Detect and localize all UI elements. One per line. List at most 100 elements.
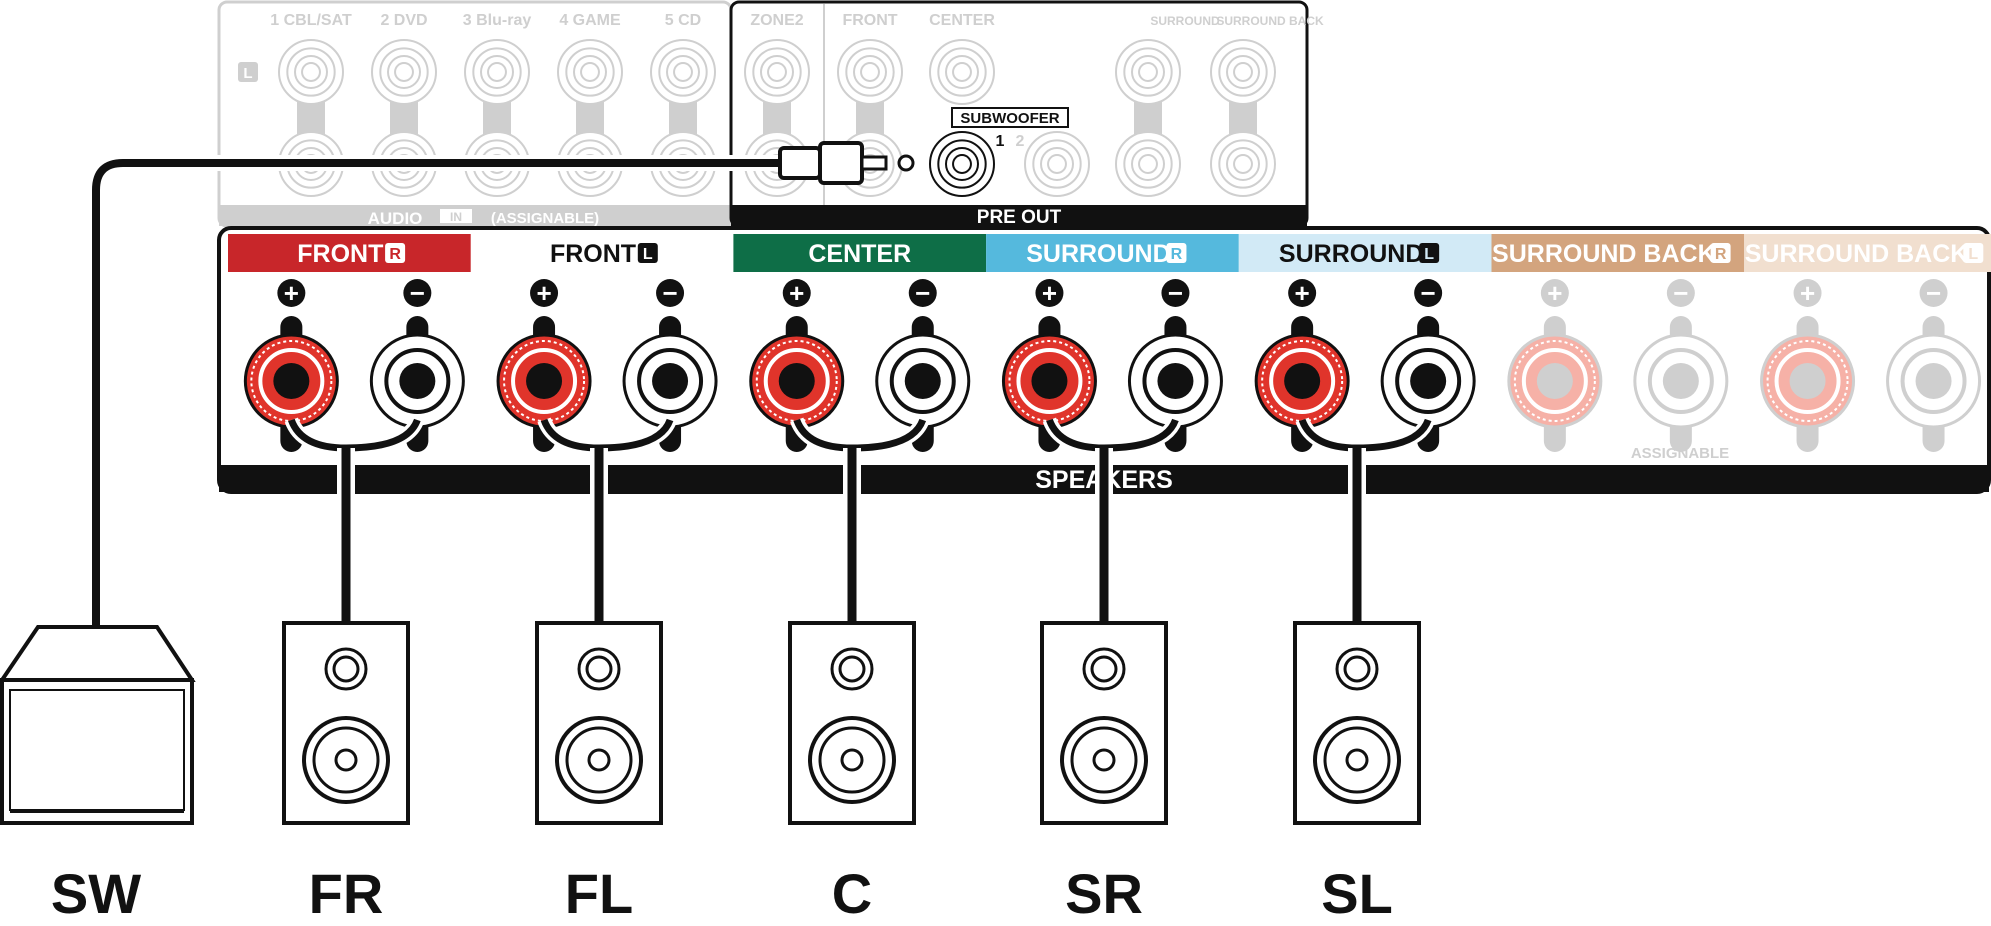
channel-mark-box [1166, 243, 1187, 263]
speaker-cabinet [535, 621, 663, 825]
caption-sw: SW [51, 862, 141, 925]
audio-in-tag: IN [450, 210, 462, 224]
pre-out-label: FRONT [842, 12, 897, 29]
channel-mark-box [1710, 243, 1731, 263]
terminal-polarity-symbol: + [284, 278, 299, 308]
speaker-cabinet [1293, 621, 1421, 825]
caption-fl: FL [565, 862, 633, 925]
caption-sl: SL [1321, 862, 1393, 925]
speaker-terminal-minus: − [622, 278, 718, 452]
audio-in-jack-upper [650, 39, 716, 105]
speaker-terminal-plus: + [243, 278, 339, 452]
channel-mark: R [1171, 246, 1183, 263]
terminal-polarity-symbol: − [915, 278, 930, 308]
pre-out-label: SURROUND BACK [1216, 14, 1324, 28]
subwoofer-label: SUBWOOFER [960, 110, 1059, 127]
channel-mark: L [1424, 246, 1434, 263]
subwoofer-1-label: 1 [996, 133, 1005, 150]
audio-in-assignable-note: (ASSIGNABLE) [491, 210, 599, 227]
channel-mark-box [385, 243, 406, 263]
assignable-label: ASSIGNABLE [1631, 445, 1729, 462]
speaker-wires [284, 417, 1435, 625]
channel-mark-box [1419, 243, 1440, 263]
subwoofer-2-label: 2 [1016, 133, 1025, 150]
speaker-terminal-plus: + [496, 278, 592, 452]
speaker-terminal-plus: + [1001, 278, 1097, 452]
channel-name: SURROUND [1026, 240, 1170, 268]
channel-bar: FRONT R [228, 234, 471, 272]
audio-in-tag-box [440, 209, 472, 223]
pre-out-bar-label: PRE OUT [977, 207, 1062, 228]
terminal-polarity-symbol: − [662, 278, 677, 308]
terminal-polarity-symbol: + [536, 278, 551, 308]
caption-c: C [832, 862, 872, 925]
audio-in-jack-upper [464, 39, 530, 105]
pre-out-label: ZONE2 [750, 12, 803, 29]
channel-name: FRONT [297, 240, 383, 268]
subwoofer-label-box [951, 107, 1069, 128]
caption-sr: SR [1065, 862, 1143, 925]
audio-in-jack-upper [371, 39, 437, 105]
channel-mark-box [1963, 243, 1984, 263]
channel-mark: L [643, 246, 653, 263]
speaker-cabinet [282, 621, 410, 825]
audio-in-jack-upper [557, 39, 623, 105]
channel-mark: R [1715, 246, 1727, 263]
pre-out-jack-lower [1210, 131, 1276, 197]
speaker-terminal-plus: + [1254, 278, 1350, 452]
terminal-polarity-symbol: − [1421, 278, 1436, 308]
terminal-polarity-symbol: + [1800, 278, 1815, 308]
speaker-cabinet [1040, 621, 1168, 825]
speaker-terminal-minus: − [1380, 278, 1476, 452]
terminal-polarity-symbol: + [1547, 278, 1562, 308]
pre-out-jack-lower [1115, 131, 1181, 197]
pre-out-label: CENTER [929, 12, 995, 29]
audio-in-input-label: 3 Blu-ray [463, 12, 532, 29]
channel-name: SURROUND BACK [1745, 240, 1969, 268]
channel-name: FRONT [550, 240, 636, 268]
audio-in-jack-upper [278, 39, 344, 105]
pre-out-jack-upper [837, 39, 903, 105]
terminal-polarity-symbol: − [1168, 278, 1183, 308]
channel-name: SURROUND BACK [1492, 240, 1716, 268]
audio-in-channel-mark-box [238, 62, 258, 82]
speaker-terminal-plus: + [749, 278, 845, 452]
channel-mark: R [389, 246, 401, 263]
subwoofer-unit [0, 625, 196, 825]
pre-out-jack-lower [1024, 131, 1090, 197]
rca-plug-tip [860, 155, 888, 171]
speaker-terminal-minus: − [1886, 278, 1982, 452]
speaker-cabinet [788, 621, 916, 825]
terminal-polarity-symbol: + [1042, 278, 1057, 308]
pre-out-jack-upper [1210, 39, 1276, 105]
terminal-polarity-symbol: + [1295, 278, 1310, 308]
channel-bar: FRONT L [480, 234, 734, 272]
audio-in-input-label: 1 CBL/SAT [270, 12, 352, 29]
channel-mark: L [1968, 246, 1978, 263]
channel-name: SURROUND [1279, 240, 1423, 268]
audio-in-bar-label: AUDIO [368, 209, 423, 228]
speaker-terminal-minus: − [1633, 278, 1729, 452]
pre-out-jack-upper [1115, 39, 1181, 105]
terminal-polarity-symbol: − [1926, 278, 1941, 308]
terminal-polarity-symbol: + [789, 278, 804, 308]
audio-in-input-label: 5 CD [665, 12, 701, 29]
speaker-terminal-plus: + [1507, 278, 1603, 452]
speaker-terminal-minus: − [875, 278, 971, 452]
speaker-terminal-minus: − [1127, 278, 1223, 452]
channel-bar: CENTER [733, 234, 987, 272]
subwoofer-1-jack [929, 131, 995, 197]
channel-name: CENTER [808, 240, 911, 268]
rca-plug-sleeve [778, 146, 822, 180]
pre-out-jack-upper [929, 39, 995, 105]
audio-in-input-label: 4 GAME [559, 12, 621, 29]
subwoofer-cable [88, 141, 915, 627]
terminal-polarity-symbol: − [410, 278, 425, 308]
